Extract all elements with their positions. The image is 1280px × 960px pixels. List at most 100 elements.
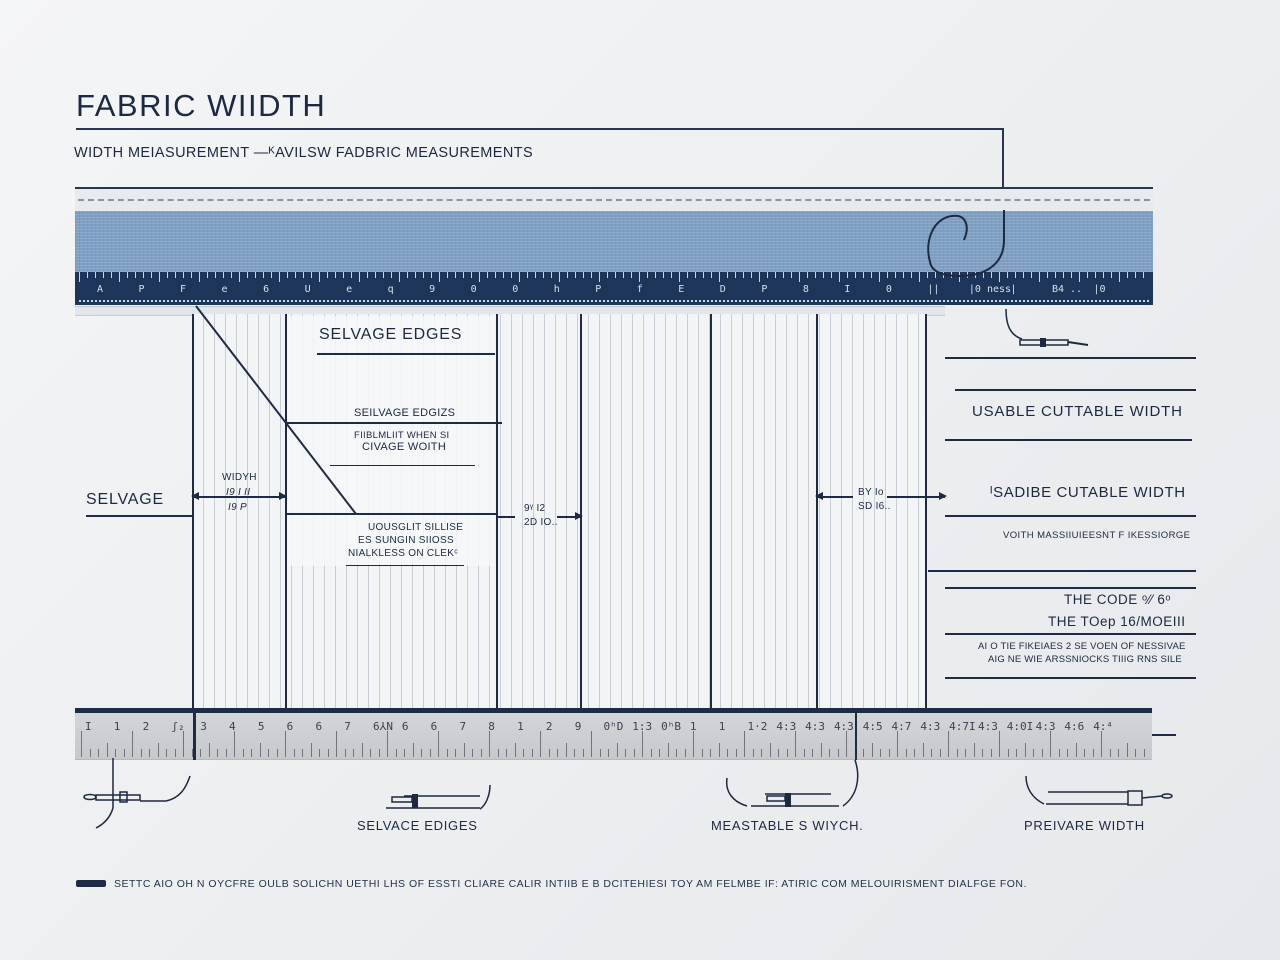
ruler-tick — [663, 272, 664, 278]
ruler-tick — [1023, 272, 1024, 278]
ruler-tick — [111, 272, 112, 278]
ruler-tick — [633, 749, 635, 757]
ruler-tick — [744, 731, 745, 757]
ruler-tick — [684, 749, 686, 757]
measuring-tool-icon — [725, 759, 859, 807]
width-label: WIDYH — [222, 472, 257, 483]
ruler-label: q — [387, 284, 394, 295]
ruler-tick — [887, 272, 888, 278]
ruler-tick — [183, 272, 184, 278]
ruler-label: 4:3 — [977, 720, 998, 733]
ruler-tick — [207, 272, 208, 278]
ruler-label: 0ʰD — [603, 720, 624, 733]
divider-line — [710, 314, 712, 710]
ruler-tick — [973, 743, 975, 757]
ruler-label: 4:7I — [949, 720, 976, 733]
ruler-tick — [991, 272, 992, 278]
ruler-tick — [895, 272, 896, 278]
diagram-subtitle: WIDTH MEIASUREMENT —ᴷAVILSW FADBRIC MEAS… — [74, 145, 534, 161]
ruler-tick — [1058, 749, 1060, 757]
ruler-tick — [431, 272, 432, 278]
ruler-label: 4:7 — [891, 720, 912, 733]
ruler-tick — [489, 731, 490, 757]
ruler-tick — [990, 749, 992, 757]
ruler-label: I — [844, 284, 851, 295]
ruler-tick — [336, 731, 337, 757]
ruler-label: ʃ₂ — [171, 720, 185, 733]
ruler-label: 0 — [512, 284, 519, 295]
center-dim-value-1: 9ᵞ I2 — [524, 503, 546, 514]
ruler-label: 9 — [574, 720, 582, 733]
ruler-tick — [815, 272, 816, 278]
ruler-tick — [106, 743, 108, 757]
ruler-tick — [897, 731, 898, 757]
ruler-tick — [1055, 272, 1056, 278]
ruler-tick — [271, 272, 272, 278]
ruler-label: 0 — [470, 284, 477, 295]
ruler-tick — [548, 749, 550, 757]
ruler-tick — [438, 731, 439, 757]
ruler-label: P — [138, 284, 145, 295]
ruler-label: 6 — [286, 720, 294, 733]
ruler-tick — [1095, 272, 1096, 278]
diagram-title: FABRIC WIIDTH — [76, 88, 327, 123]
ruler-tick — [903, 272, 904, 278]
ruler-tick — [415, 272, 416, 278]
ruler-tick — [829, 749, 830, 757]
caption-preview-width: PREIVARE WIDTH — [1024, 818, 1145, 833]
ruler-tick — [247, 272, 248, 278]
ruler-tick — [799, 272, 800, 282]
ruler-label: h — [553, 284, 560, 295]
ruler-tick — [259, 743, 261, 757]
ruler-tick — [310, 743, 312, 757]
ruler-tick — [1101, 731, 1102, 757]
ruler-tick — [127, 272, 128, 278]
ruler-tick — [982, 749, 983, 757]
ruler-tick — [1079, 272, 1080, 282]
ruler-tick — [565, 743, 567, 757]
ruler-label: e — [221, 284, 228, 295]
ruler-tick — [735, 272, 736, 278]
ruler-tick — [1092, 749, 1094, 757]
ruler-tick — [931, 749, 932, 757]
ruler-tick — [727, 272, 728, 278]
ruler-tick — [303, 272, 304, 278]
ruler-label: 3 — [200, 720, 207, 733]
ruler-tick — [905, 749, 907, 757]
ruler-tick — [495, 272, 496, 278]
ruler-tick — [523, 749, 524, 757]
rule — [330, 465, 475, 466]
ruler-label: 8 — [488, 720, 495, 733]
usable-width-sub: VOITH MASSIIUIEESNT F IKESSIORGE — [1003, 530, 1191, 541]
ruler-tick — [1103, 272, 1104, 278]
ruler-tick — [343, 272, 344, 278]
ruler-tick — [344, 749, 346, 757]
ruler-tick — [847, 272, 848, 278]
ruler-tick — [535, 272, 536, 278]
ruler-tick — [1015, 272, 1016, 278]
ruler-label: 6⅄N — [373, 720, 394, 733]
ruler-tick — [480, 749, 482, 757]
ruler-tick — [743, 272, 744, 278]
ruler-tick — [263, 272, 264, 278]
rule — [945, 515, 1196, 517]
ruler-tick — [1111, 272, 1112, 278]
ruler-label: 4:3 — [1035, 720, 1056, 733]
ruler-label: 1·2 — [747, 720, 768, 733]
ruler-tick — [863, 749, 864, 757]
ruler-label: D — [719, 284, 726, 295]
ruler-tick — [149, 749, 150, 757]
ruler-tick — [839, 272, 840, 282]
ruler-tick — [871, 272, 872, 278]
note-2: ES SUNGIN SIIOSS — [358, 535, 454, 546]
ruler-tick — [647, 272, 648, 278]
ruler-tick — [676, 749, 677, 757]
ruler-label: 4:5 — [862, 720, 883, 733]
ruler-tick — [540, 731, 541, 757]
ruler-tick — [888, 749, 890, 757]
ruler-tick — [1126, 743, 1128, 757]
ruler-tick — [927, 272, 928, 278]
ruler-tick — [1071, 272, 1072, 278]
ruler-tick — [367, 272, 368, 278]
